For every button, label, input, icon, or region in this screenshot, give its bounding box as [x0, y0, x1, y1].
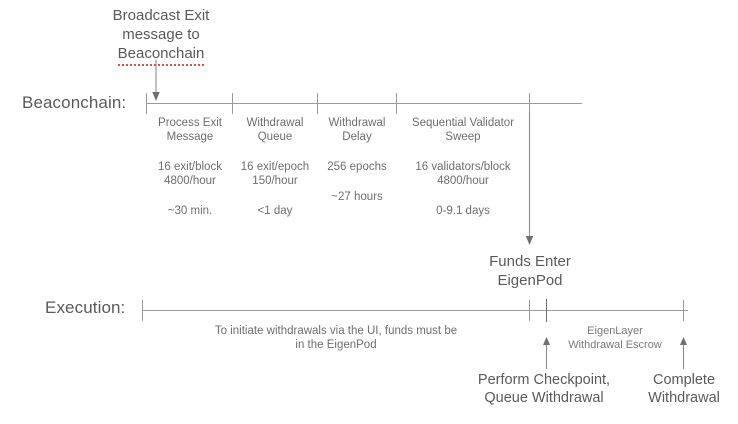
broadcast-exit-line3: Beaconchain [117, 44, 205, 66]
phase-1-title: Withdrawal Queue [235, 116, 315, 144]
execution-tick-complete [683, 300, 684, 321]
execution-tick-funds-enter [529, 300, 530, 321]
phase-3-rate: 16 validators/block 4800/hour [398, 160, 528, 188]
phase-1-rate: 16 exit/epoch 150/hour [235, 160, 315, 188]
perform-checkpoint-line2: Queue Withdrawal [484, 390, 604, 406]
broadcast-exit-callout: Broadcast Exit message to Beaconchain [86, 6, 236, 66]
complete-withdrawal-line2: Withdrawal [648, 390, 720, 406]
beaconchain-phase-2: Withdrawal Delay 256 epochs ~27 hours [318, 116, 396, 204]
phase-3-rate-line1: 16 validators/block [415, 161, 511, 173]
execution-ui-note: To initiate withdrawals via the UI, fund… [178, 324, 494, 352]
funds-enter-eigenpod-callout: Funds Enter EigenPod [460, 252, 600, 290]
complete-withdrawal-line1: Complete [652, 372, 716, 388]
phase-3-title-line2: Sweep [445, 131, 481, 143]
phase-1-rate-line2: 150/hour [252, 175, 298, 187]
beaconchain-tick-3 [396, 93, 397, 114]
execution-axis-line [142, 310, 688, 311]
phase-0-rate: 16 exit/block 4800/hour [150, 160, 230, 188]
phase-1-title-line2: Queue [257, 131, 293, 143]
beaconchain-axis-line [146, 103, 582, 104]
phase-1-title-line1: Withdrawal [246, 117, 304, 129]
funds-enter-connector-arrow [525, 112, 534, 245]
beaconchain-phase-3: Sequential Validator Sweep 16 validators… [398, 116, 528, 218]
funds-enter-line2: EigenPod [497, 272, 563, 289]
phase-0-rate-line2: 4800/hour [164, 175, 216, 187]
broadcast-exit-line2: message to [122, 26, 200, 43]
phase-2-rate: 256 epochs [318, 160, 396, 174]
beaconchain-tick-2 [317, 93, 318, 114]
perform-checkpoint-line1: Perform Checkpoint, [477, 372, 611, 388]
phase-0-rate-line1: 16 exit/block [158, 161, 222, 173]
funds-enter-line1: Funds Enter [489, 253, 571, 270]
phase-2-title-line1: Withdrawal [328, 117, 386, 129]
phase-2-title: Withdrawal Delay [318, 116, 396, 144]
complete-up-arrow [680, 337, 687, 369]
execution-ui-note-line2: in the EigenPod [295, 339, 377, 351]
execution-tick-checkpoint [546, 299, 547, 322]
phase-3-title-line1: Sequential Validator [411, 117, 515, 129]
phase-2-rate-line1: 256 epochs [327, 161, 387, 173]
escrow-note-line2: Withdrawal Escrow [568, 338, 662, 351]
complete-withdrawal-callout: Complete Withdrawal [640, 371, 728, 407]
beaconchain-tick-0 [146, 93, 147, 114]
phase-3-duration: 0-9.1 days [436, 205, 490, 217]
phase-1-rate-line1: 16 exit/epoch [240, 161, 310, 173]
checkpoint-up-arrow [543, 337, 550, 369]
phase-0-title-line2: Message [166, 131, 214, 143]
phase-2-duration: ~27 hours [331, 191, 383, 203]
phase-0-title: Process Exit Message [150, 116, 230, 144]
execution-lane-label: Execution: [45, 298, 126, 317]
execution-ui-note-line1: To initiate withdrawals via the UI, fund… [214, 325, 458, 337]
phase-0-title-line1: Process Exit [158, 117, 222, 129]
phase-3-title: Sequential Validator Sweep [398, 116, 528, 144]
broadcast-exit-arrow [152, 60, 160, 101]
beaconchain-phase-1: Withdrawal Queue 16 exit/epoch 150/hour … [235, 116, 315, 218]
broadcast-exit-line1: Broadcast Exit [112, 7, 210, 24]
beaconchain-lane-label: Beaconchain: [22, 93, 127, 112]
beaconchain-tick-4 [529, 93, 530, 114]
beaconchain-phase-0: Process Exit Message 16 exit/block 4800/… [150, 116, 230, 218]
beaconchain-tick-1 [232, 93, 233, 114]
broadcast-exit-line3-wrap: Beaconchain [86, 44, 236, 66]
eigenlayer-escrow-note: EigenLayer Withdrawal Escrow [553, 325, 677, 352]
phase-2-title-line2: Delay [342, 131, 372, 143]
execution-tick-start [142, 300, 143, 321]
perform-checkpoint-callout: Perform Checkpoint, Queue Withdrawal [465, 371, 623, 407]
phase-3-rate-line2: 4800/hour [437, 175, 489, 187]
phase-0-duration: ~30 min. [167, 205, 213, 217]
escrow-note-line1: EigenLayer [587, 325, 643, 337]
phase-1-duration: <1 day [257, 205, 293, 217]
